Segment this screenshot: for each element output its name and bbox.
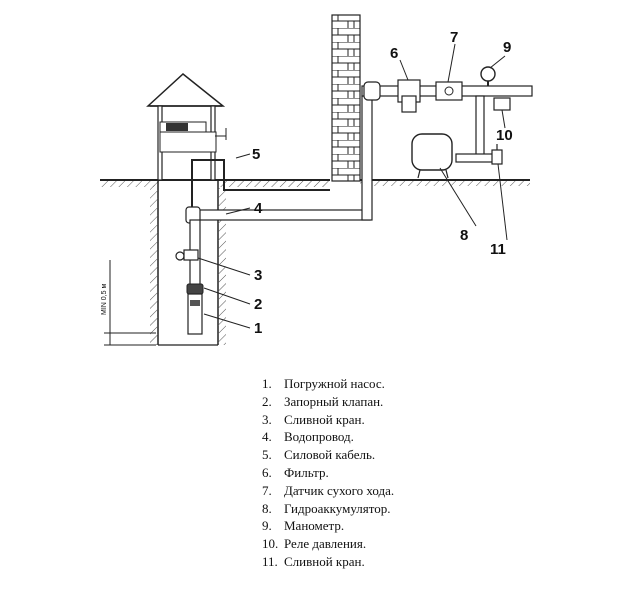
legend-item: 5. Силовой кабель. bbox=[262, 446, 394, 464]
house-drain-valve bbox=[491, 144, 503, 165]
legend-text: Датчик сухого хода. bbox=[284, 482, 395, 498]
legend-num: 7. bbox=[262, 482, 272, 498]
callout-3: 3 bbox=[254, 267, 262, 284]
depth-label: MIN 0,5 м bbox=[101, 284, 108, 315]
well-drain-valve bbox=[175, 249, 199, 261]
callout-8: 8 bbox=[460, 227, 468, 244]
legend-num: 5. bbox=[262, 447, 272, 463]
legend-text: Силовой кабель. bbox=[284, 447, 376, 463]
legend-item: 11. Сливной кран. bbox=[262, 553, 394, 571]
well-house bbox=[146, 73, 227, 181]
legend-text: Водопровод. bbox=[284, 429, 354, 445]
legend-text: Манометр. bbox=[284, 518, 345, 534]
legend-num: 8. bbox=[262, 500, 272, 516]
legend-item: 7. Датчик сухого хода. bbox=[262, 482, 394, 500]
leader-lines bbox=[197, 43, 508, 329]
legend-list: 1. Погружной насос. 2. Запорный клапан. 3.… bbox=[262, 375, 394, 571]
legend-item: 6. Фильтр. bbox=[262, 464, 394, 482]
well-water-supply-diagram: MIN 0,5 м 1 2 3 4 5 6 7 8 9 10 11 bbox=[100, 14, 533, 346]
legend-text: Реле давления. bbox=[284, 536, 367, 552]
legend-item: 10. Реле давления. bbox=[262, 535, 394, 553]
legend-text: Запорный клапан. bbox=[284, 393, 384, 409]
pressure-switch bbox=[493, 97, 511, 111]
callout-10: 10 bbox=[496, 127, 513, 144]
legend-item: 3. Сливной кран. bbox=[262, 411, 394, 429]
pressure-gauge bbox=[480, 66, 496, 86]
callout-7: 7 bbox=[450, 29, 458, 46]
legend-text: Сливной кран. bbox=[284, 411, 365, 427]
power-cable bbox=[191, 159, 330, 215]
depth-dimension: MIN 0,5 м bbox=[101, 260, 156, 346]
callout-2: 2 bbox=[254, 296, 262, 313]
submersible-pump bbox=[187, 293, 203, 335]
legend-num: 2. bbox=[262, 393, 272, 409]
legend-item: 2. Запорный клапан. bbox=[262, 393, 394, 411]
accumulator-tank bbox=[411, 133, 453, 179]
legend-text: Гидроаккумулятор. bbox=[284, 500, 391, 516]
legend-num: 1. bbox=[262, 376, 272, 391]
legend-num: 10. bbox=[262, 536, 279, 552]
dry-run-sensor bbox=[435, 81, 463, 101]
callout-1: 1 bbox=[254, 320, 262, 337]
legend-num: 6. bbox=[262, 464, 272, 480]
well-casing bbox=[150, 180, 226, 346]
legend-item: 1. Погружной насос. bbox=[262, 375, 394, 393]
legend-text: Погружной насос. bbox=[284, 376, 385, 391]
check-valve bbox=[186, 283, 204, 295]
ground bbox=[100, 179, 530, 187]
callout-5: 5 bbox=[252, 146, 260, 163]
legend-item: 9. Манометр. bbox=[262, 517, 394, 535]
legend-item: 4. Водопровод. bbox=[262, 428, 394, 446]
legend-num: 9. bbox=[262, 518, 272, 534]
callout-6: 6 bbox=[390, 45, 398, 62]
legend-num: 11. bbox=[262, 553, 278, 569]
filter bbox=[397, 79, 421, 113]
legend-item: 8. Гидроаккумулятор. bbox=[262, 500, 394, 518]
legend-text: Фильтр. bbox=[284, 464, 329, 480]
callout-4: 4 bbox=[254, 200, 263, 217]
brick-wall bbox=[331, 14, 361, 182]
legend-num: 4. bbox=[262, 429, 272, 445]
callout-11: 11 bbox=[490, 241, 506, 258]
legend-text: Сливной кран. bbox=[284, 553, 365, 569]
callout-9: 9 bbox=[503, 39, 511, 56]
legend-num: 3. bbox=[262, 411, 272, 427]
